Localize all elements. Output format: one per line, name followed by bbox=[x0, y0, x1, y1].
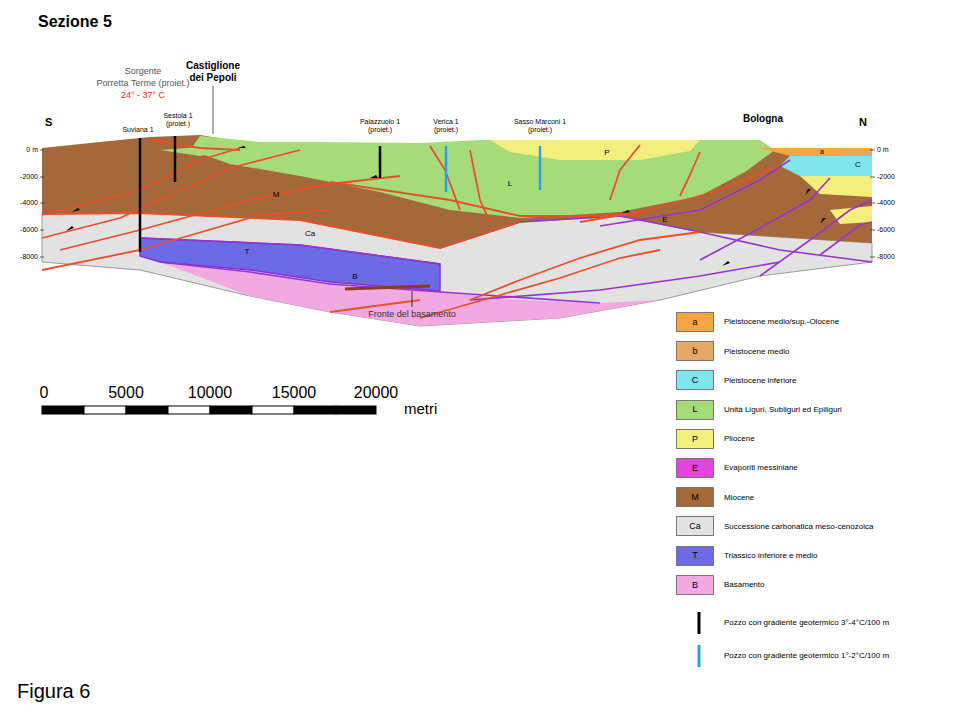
depth-label: -4000 bbox=[20, 199, 38, 207]
unit-letter: a bbox=[820, 148, 824, 156]
depth-label: -6000 bbox=[877, 226, 895, 234]
legend-text: Evaporiti messiniane bbox=[724, 463, 874, 472]
swatch-letter: Ca bbox=[689, 521, 701, 531]
figure-caption: Figura 6 bbox=[17, 680, 90, 703]
legend-text: Triassico inferiore e medio bbox=[724, 551, 874, 560]
fault-line bbox=[42, 140, 780, 318]
legend-text: Miocene bbox=[724, 493, 874, 502]
swatch-letter: L bbox=[692, 404, 697, 414]
pliocene-layer bbox=[800, 176, 872, 197]
legend-well-sample bbox=[698, 645, 701, 667]
swatch-letter: C bbox=[692, 375, 699, 385]
unit-letter: B bbox=[352, 272, 357, 281]
legend-well-sample bbox=[698, 612, 701, 634]
unit-letter: C bbox=[855, 160, 861, 169]
unit-letter: Ca bbox=[305, 229, 315, 238]
depth-label: 0 m bbox=[26, 146, 38, 154]
leader-line bbox=[412, 291, 413, 307]
scale-bar bbox=[42, 406, 376, 414]
depth-label: -2000 bbox=[20, 173, 38, 181]
place-label: Palazzuolo 1 (proiet.) bbox=[355, 118, 405, 134]
annotation: Fronte del basamento bbox=[368, 309, 456, 319]
swatch-letter: b bbox=[692, 346, 697, 356]
scale-label: 5000 bbox=[108, 384, 144, 402]
place-label: Bologna bbox=[743, 113, 783, 125]
thrust-arrow bbox=[66, 146, 826, 266]
figure-title: Sezione 5 bbox=[38, 13, 112, 31]
legend-text: Basamento bbox=[724, 580, 874, 589]
scale-label: 15000 bbox=[272, 384, 317, 402]
swatch-letter: T bbox=[692, 550, 698, 560]
swatch-letter: M bbox=[691, 492, 699, 502]
depth-tick bbox=[40, 150, 875, 257]
well bbox=[140, 136, 540, 252]
depth-label: -6000 bbox=[20, 226, 38, 234]
depth-label: -8000 bbox=[877, 253, 895, 261]
swatch-letter: P bbox=[692, 434, 698, 444]
leader-line bbox=[213, 86, 214, 134]
place-label: Sasso Marconi 1 (proiet.) bbox=[510, 118, 570, 134]
unit-letter: P bbox=[604, 148, 609, 157]
swatch-letter: B bbox=[692, 580, 698, 590]
pleistocene-layer bbox=[760, 148, 872, 156]
depth-label: -2000 bbox=[877, 173, 895, 181]
depth-label: -4000 bbox=[877, 199, 895, 207]
scale-label: 10000 bbox=[188, 384, 233, 402]
basement-front bbox=[345, 286, 430, 289]
pleistocene-layer bbox=[840, 151, 872, 156]
pliocene-layer bbox=[490, 140, 700, 160]
unit-letter: L bbox=[508, 179, 512, 188]
scale-label: metri bbox=[404, 400, 437, 417]
pleistocene-layer bbox=[780, 156, 872, 176]
legend-text: Pleistocene medio/sup.-Olocene bbox=[724, 317, 874, 326]
depth-label: -8000 bbox=[20, 253, 38, 261]
place-label: Verica 1 (proiet.) bbox=[426, 118, 466, 134]
miocene-layer bbox=[42, 135, 872, 248]
legend-text: Unità Liguri, Subliguri ed Epiliguri bbox=[724, 405, 874, 414]
legend-text: Pliocene bbox=[724, 434, 874, 443]
legend-text: Pozzo con gradiente geotermico 1°-2°C/10… bbox=[724, 651, 954, 660]
swatch-letter: E bbox=[692, 463, 698, 473]
place-label: Porretta Terme (proiet.) bbox=[97, 78, 190, 88]
horizon-line bbox=[140, 160, 872, 303]
legend-text: Pleistocene medio bbox=[724, 347, 874, 356]
place-label: Sestola 1 (proiet.) bbox=[158, 112, 198, 128]
place-label: Suviana 1 bbox=[122, 126, 153, 134]
legend-text: Successione carbonatica meso-cenozoica bbox=[724, 522, 874, 531]
legend-text: Pozzo con gradiente geotermico 3°-4°C/10… bbox=[724, 618, 954, 627]
depth-label: 0 m bbox=[877, 146, 889, 154]
place-label: 24° - 37° C bbox=[121, 90, 165, 100]
place-label: S bbox=[45, 116, 52, 129]
legend-text: Pleistocene inferiore bbox=[724, 376, 874, 385]
unit-letter: M bbox=[273, 190, 280, 199]
scale-label: 0 bbox=[40, 384, 49, 402]
place-label: N bbox=[859, 116, 867, 129]
place-label: Sorgente bbox=[125, 66, 162, 76]
place-label: Castiglione dei Pepoli bbox=[178, 60, 248, 83]
unit-letter: T bbox=[245, 247, 250, 256]
unit-letter: E bbox=[662, 215, 667, 224]
swatch-letter: a bbox=[692, 317, 697, 327]
scale-label: 20000 bbox=[354, 384, 399, 402]
